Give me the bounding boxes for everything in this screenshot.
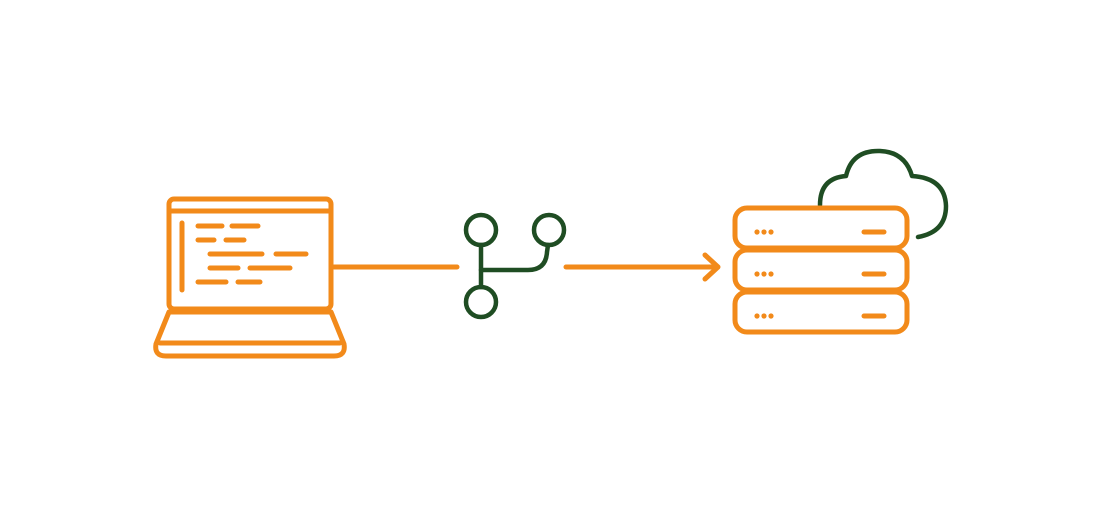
branch-curve — [478, 242, 551, 273]
server-led — [761, 271, 767, 277]
server-led — [768, 229, 774, 235]
laptop-screen — [166, 196, 334, 312]
cloud-outline — [817, 148, 949, 240]
branch-node-top-right — [531, 212, 567, 248]
branch-node-bottom — [463, 284, 499, 320]
server-stack-icon — [732, 205, 910, 335]
laptop-base — [153, 309, 347, 359]
connector-branch-to-server — [563, 252, 721, 282]
server-led — [768, 313, 774, 319]
server-unit-top — [732, 205, 910, 251]
server-indicators-bottom — [754, 313, 887, 319]
server-led — [754, 271, 760, 277]
server-led — [761, 313, 767, 319]
server-led — [754, 229, 760, 235]
cloud-icon — [817, 148, 949, 240]
server-unit-bottom — [732, 289, 910, 335]
server-led — [761, 229, 767, 235]
server-indicators-top — [754, 229, 887, 235]
branch-node-top-left — [463, 212, 499, 248]
server-indicators-middle — [754, 271, 887, 277]
server-led — [754, 313, 760, 319]
arrow-head-icon — [702, 252, 721, 282]
laptop-code-icon — [153, 196, 347, 359]
git-branch-icon — [463, 212, 567, 320]
server-unit-middle — [732, 247, 910, 293]
server-led — [768, 271, 774, 277]
